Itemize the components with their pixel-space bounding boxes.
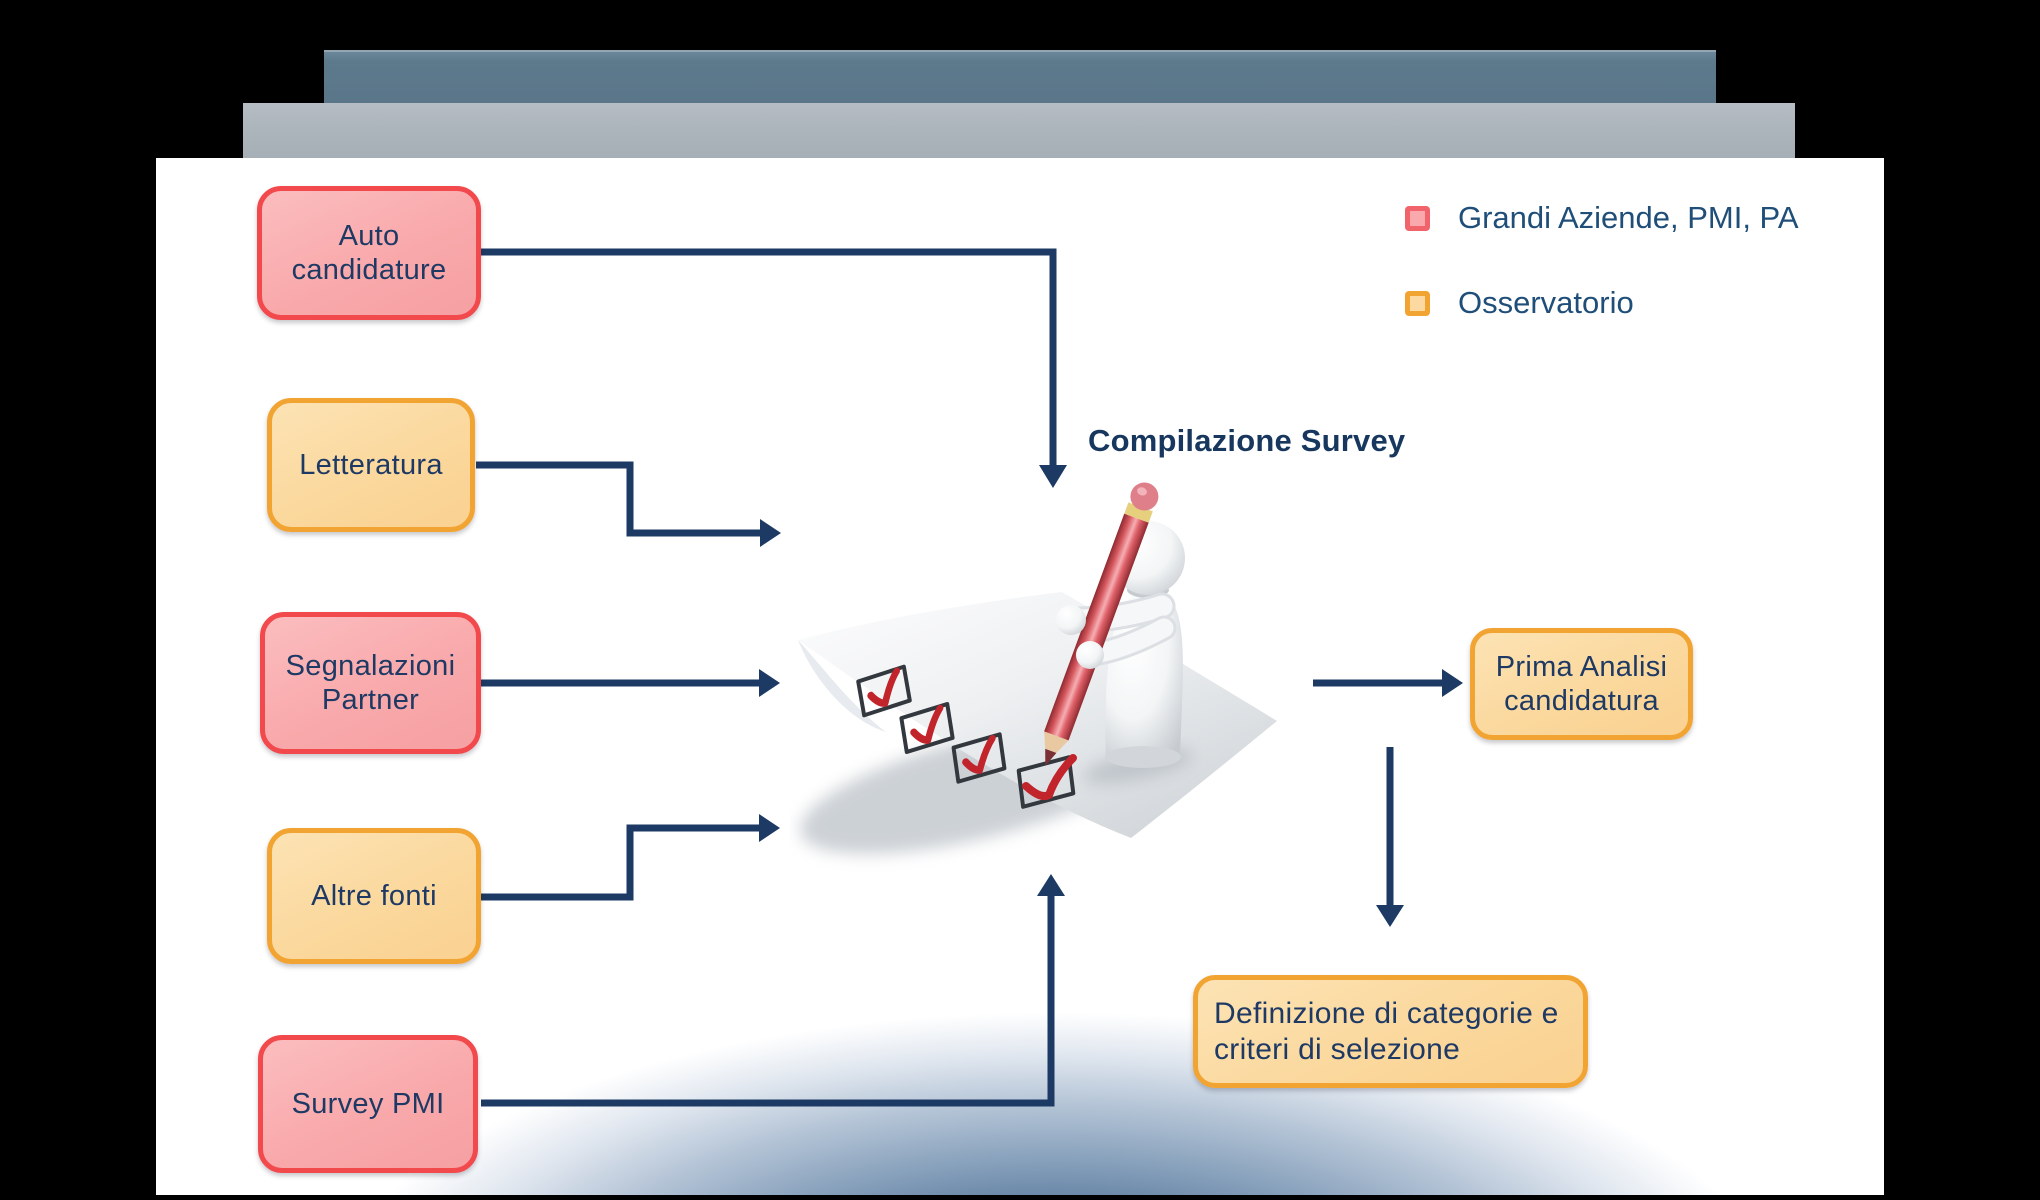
pencil-eraser-highlight	[1137, 487, 1147, 496]
checkbox-icon	[899, 701, 955, 755]
checkmark-icon	[910, 704, 944, 744]
pencil-shaft	[1044, 513, 1149, 741]
output-box-definizione-categorie: Definizione di categorie e criteri di se…	[1193, 975, 1588, 1088]
source-box-letteratura: Letteratura	[267, 398, 475, 532]
legend-swatch-orange-icon	[1405, 290, 1430, 316]
box-label: Letteratura	[299, 448, 443, 481]
checkbox-icon	[856, 664, 912, 718]
box-label: Definizione di categorie e criteri di se…	[1214, 997, 1559, 1066]
window-toolbar-bar	[243, 103, 1795, 158]
figure-base	[1105, 746, 1181, 768]
center-label-compilazione-survey: Compilazione Survey	[1088, 423, 1406, 458]
box-label: Segnalazioni Partner	[285, 649, 456, 716]
window-title-bar	[324, 50, 1716, 105]
checkbox-icon	[1016, 755, 1076, 809]
checkmark-icon	[1022, 754, 1077, 801]
source-box-auto-candidature: Auto candidature	[257, 186, 481, 320]
pencil-graphite-tip	[1045, 748, 1057, 766]
box-label: Altre fonti	[311, 879, 437, 912]
source-box-altre-fonti: Altre fonti	[267, 828, 481, 964]
legend-item-osservatorio: Osservatorio	[1405, 285, 1634, 321]
box-label: Auto candidature	[291, 219, 447, 286]
pencil-icon	[1044, 482, 1159, 766]
output-box-prima-analisi: Prima Analisi candidatura	[1470, 628, 1693, 740]
checkbox-icon	[951, 732, 1007, 784]
survey-checklist-illustration	[798, 482, 1277, 855]
figure-hand	[1056, 605, 1086, 635]
legend-swatch-red-icon	[1405, 205, 1430, 231]
legend-item-grandi-aziende: Grandi Aziende, PMI, PA	[1405, 200, 1799, 236]
legend-label: Osservatorio	[1458, 285, 1634, 320]
pencil-ferrule	[1124, 502, 1153, 523]
figure-hand	[1076, 641, 1104, 669]
checkmark-icon	[867, 667, 900, 707]
checkmark-icon	[962, 734, 996, 774]
box-label: Prima Analisi candidatura	[1495, 650, 1668, 717]
source-box-segnalazioni-partner: Segnalazioni Partner	[260, 612, 481, 754]
pencil-wood	[1044, 731, 1069, 753]
source-box-survey-pmi: Survey PMI	[258, 1035, 478, 1173]
box-label: Survey PMI	[291, 1087, 445, 1120]
legend-label: Grandi Aziende, PMI, PA	[1458, 200, 1799, 235]
